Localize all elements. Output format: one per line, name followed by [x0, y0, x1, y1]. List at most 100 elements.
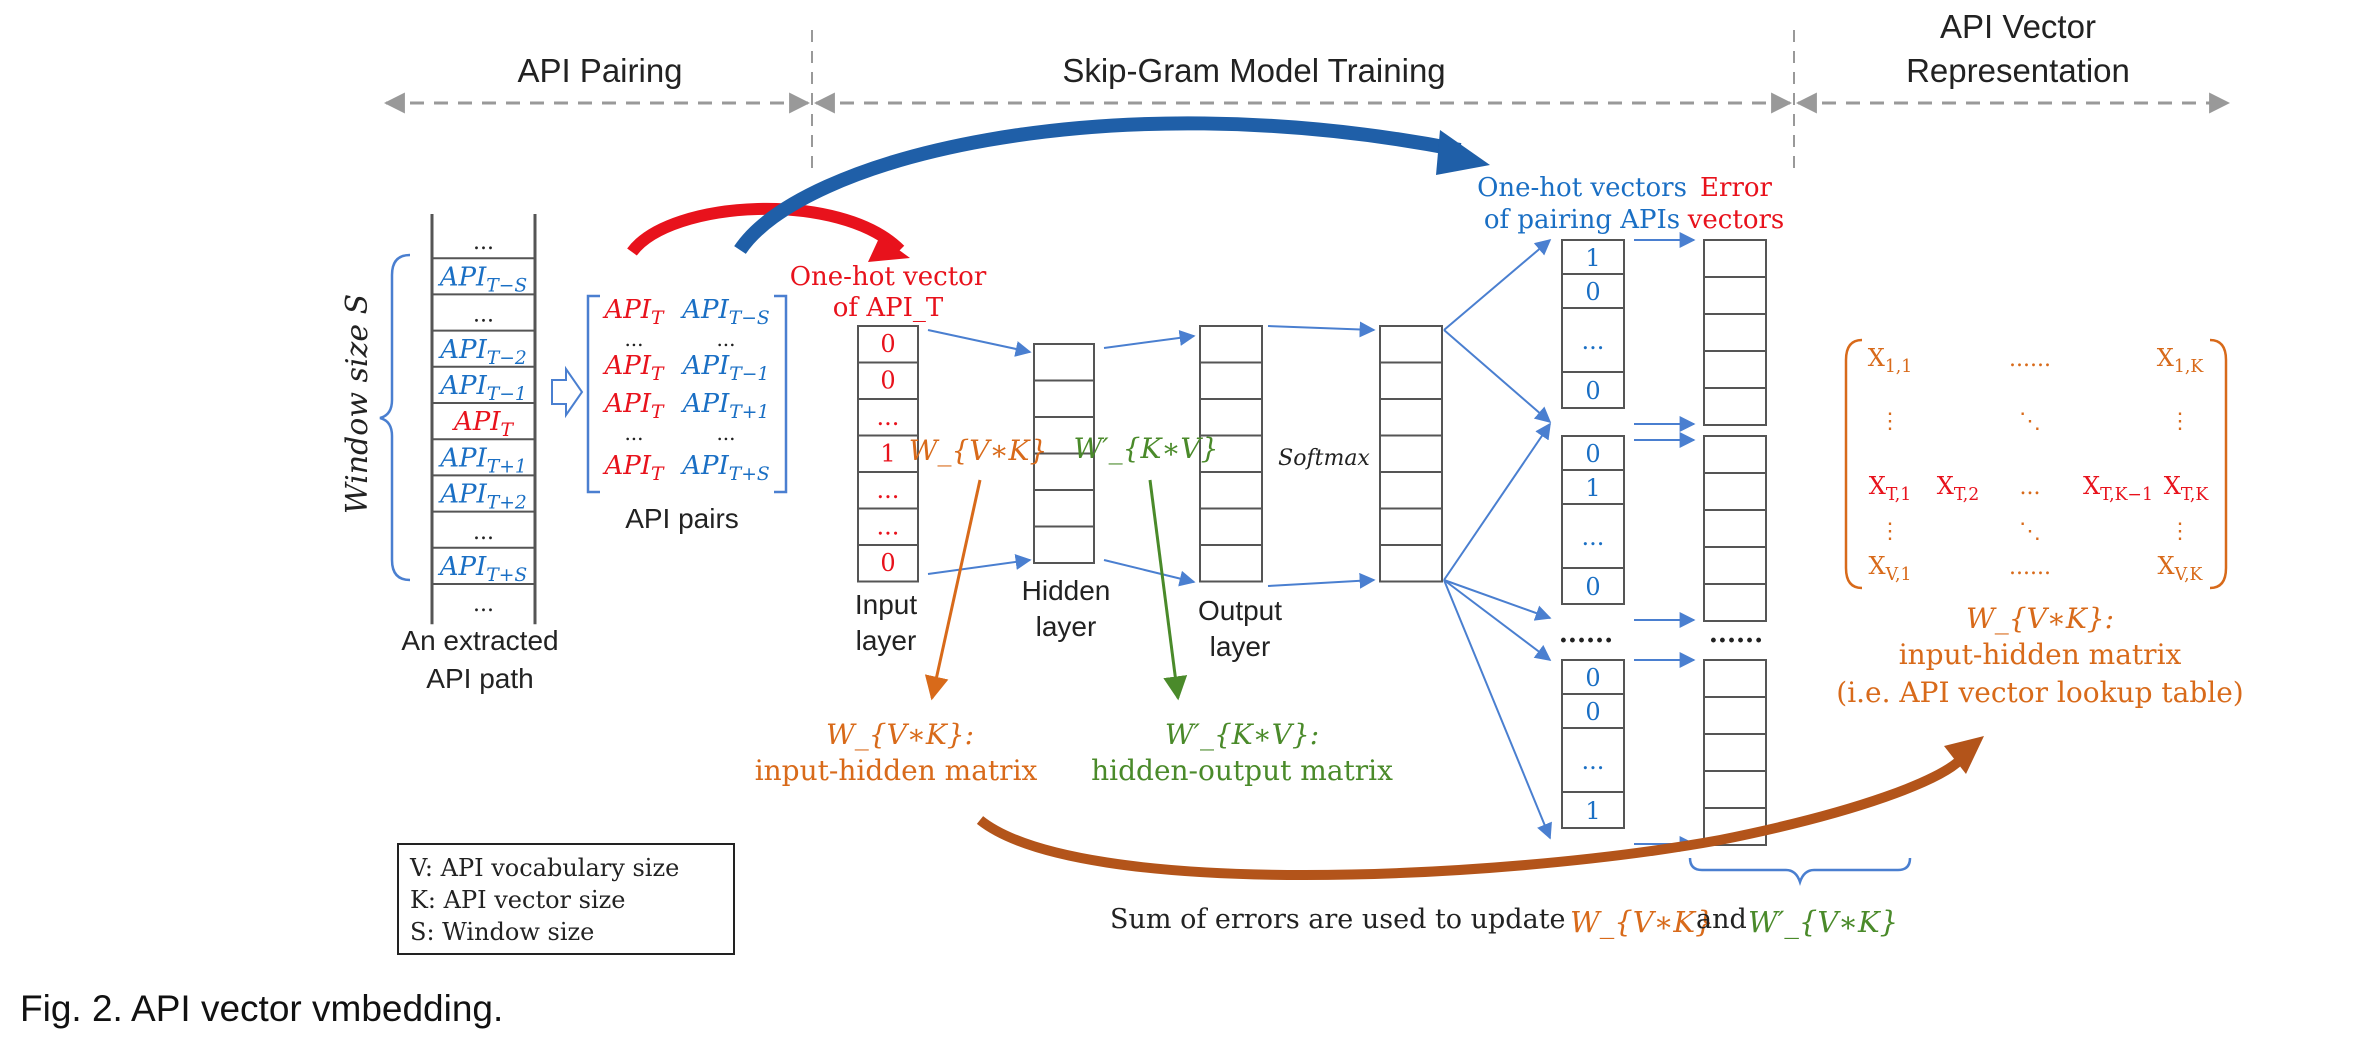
pair-api-context: APIT+S — [680, 451, 770, 485]
error-cell — [1703, 770, 1767, 809]
pairs-label: API pairs — [625, 503, 739, 534]
matrix-ellipsis: ... — [2020, 475, 2041, 500]
pairing-vectors-title-line2: of pairing APIs — [1484, 205, 1680, 235]
onehot-title-line1: One-hot vector — [790, 262, 987, 292]
output-cell — [1199, 325, 1263, 364]
output-layer-label-line1: Output — [1198, 595, 1282, 626]
error-cell — [1703, 435, 1767, 474]
path-api-cell: APIT+1 — [438, 443, 527, 477]
w-out-label: W′_{K∗V} — [1074, 432, 1219, 465]
path-api-cell: APIT−2 — [438, 335, 527, 369]
error-cell — [1703, 696, 1767, 735]
matrix-entry: XT,2 — [1937, 472, 1980, 505]
hidden-cell — [1033, 416, 1095, 455]
pairing-cell — [1561, 307, 1625, 373]
ellipsis: ... — [624, 327, 643, 351]
pair-api-context: APIT−S — [680, 295, 770, 329]
input-layer-label-line2: layer — [856, 625, 917, 656]
softmax-cell — [1379, 361, 1443, 400]
update-curve-arrowhead — [1944, 736, 1984, 774]
output-layer-vector — [1199, 325, 1263, 583]
legend-item: S: Window size — [410, 918, 594, 946]
matrix-ellipsis: ⋮ — [2169, 519, 2191, 544]
connection-arrow — [927, 329, 1032, 357]
matrix-entry: XT,1 — [1869, 472, 1912, 505]
pairing-cell-value: 0 — [1585, 573, 1600, 601]
section-title-pairing: API Pairing — [517, 52, 682, 89]
between-dots-error: ...... — [1709, 619, 1763, 649]
w-in-caption-line2: input-hidden matrix — [755, 754, 1038, 787]
matrix-entry: X1,K — [2157, 344, 2205, 377]
path-label-line1: An extracted — [401, 625, 558, 656]
matrix-ellipsis: ⋮ — [1879, 519, 1901, 544]
softmax-cell — [1379, 325, 1443, 364]
output-cell — [1199, 544, 1263, 583]
sum-errors-w2: W′_{V∗K} — [1748, 905, 1898, 940]
matrix-bracket-left — [1844, 338, 1863, 590]
error-cell — [1703, 583, 1767, 622]
connection-arrow — [1267, 572, 1376, 589]
sum-errors-and: and — [1696, 904, 1747, 935]
section-title-vector-line2: Representation — [1906, 52, 2130, 89]
connection-arrow — [1103, 559, 1196, 587]
pairing-cell — [1561, 273, 1625, 309]
connection-arrow — [1267, 321, 1376, 338]
ellipsis: ... — [473, 230, 494, 255]
red-curve-arrowhead — [868, 236, 910, 262]
error-vectors — [1703, 239, 1767, 846]
output-cell — [1199, 471, 1263, 510]
matrix-ellipsis: ...... — [2009, 555, 2051, 580]
error-cell — [1703, 350, 1767, 389]
matrix-ellipsis: ⋱ — [2019, 519, 2041, 544]
output-cell — [1199, 507, 1263, 546]
ellipsis: ... — [716, 421, 735, 445]
input-cell — [857, 507, 919, 546]
error-cell — [1703, 659, 1767, 698]
path-api-cell: APIT — [452, 407, 515, 441]
matrix-caption-line2: input-hidden matrix — [1899, 638, 2182, 671]
update-curve-arrow — [976, 756, 1964, 880]
path-api-cell: APIT+2 — [438, 480, 527, 514]
pairing-cell-value: 0 — [1585, 440, 1600, 468]
pairing-cell — [1561, 567, 1625, 605]
connection-arrow — [927, 554, 1032, 575]
pairs-bracket-left — [586, 294, 600, 494]
pairing-cell — [1561, 791, 1625, 829]
hidden-layer-label-line1: Hidden — [1022, 575, 1111, 606]
w-out-caption-line2: hidden-output matrix — [1091, 754, 1393, 787]
softmax-cell — [1379, 398, 1443, 437]
w-in-caption-line1: W_{V∗K}: — [826, 718, 974, 751]
sum-errors-text: Sum of errors are used to update — [1110, 904, 1566, 935]
matrix-ellipsis: ⋱ — [2019, 409, 2041, 434]
api-path-column: ...APIT−S...APIT−2APIT−1APITAPIT+1APIT+2… — [430, 214, 537, 625]
error-cell — [1703, 733, 1767, 772]
pair-api-context: APIT+1 — [681, 389, 770, 423]
pairing-cell-value: 1 — [1585, 797, 1600, 825]
pairing-cell-value: 0 — [1585, 377, 1600, 405]
output-cell — [1199, 434, 1263, 473]
pair-api-context: APIT−1 — [681, 351, 770, 385]
pairing-cell-value: 0 — [1585, 278, 1600, 306]
path-api-cell: APIT−1 — [438, 371, 527, 405]
error-cell — [1703, 239, 1767, 278]
window-size-label: Window size S — [340, 294, 375, 514]
softmax-cell — [1379, 434, 1443, 473]
hidden-cell — [1033, 343, 1095, 382]
hollow-arrow-icon — [551, 365, 584, 419]
ellipsis: ... — [716, 327, 735, 351]
input-layer-vector: 00...1......0 — [857, 325, 919, 583]
input-cell — [857, 361, 919, 400]
pairing-cell — [1561, 659, 1625, 695]
onehot-title-line2: of API_T — [833, 293, 944, 323]
ellipsis: ... — [624, 421, 643, 445]
path-api-cell: APIT−S — [438, 262, 528, 296]
hidden-cell — [1033, 489, 1095, 528]
error-cell — [1703, 546, 1767, 585]
input-cell-value: ... — [877, 513, 900, 541]
hidden-cell — [1033, 452, 1095, 491]
sum-errors-w1: W_{V∗K} — [1570, 905, 1714, 940]
hidden-layer-vector — [1033, 343, 1095, 564]
matrix-entry: X1,1 — [1868, 344, 1913, 377]
error-sum-brace — [1688, 857, 1912, 886]
